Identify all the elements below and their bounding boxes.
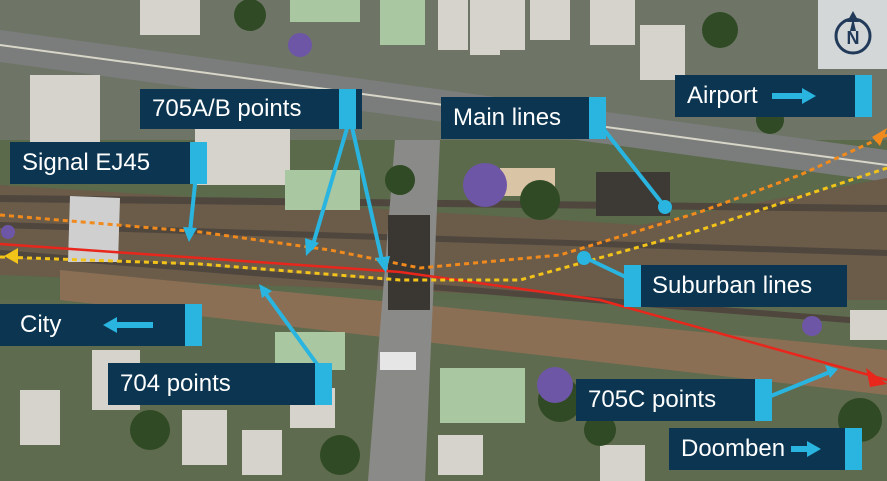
pointer-704-points: [261, 288, 324, 373]
pointer-705c-points: [764, 370, 832, 400]
compass: N: [818, 0, 887, 69]
label-doomben-text: Doomben: [681, 435, 786, 462]
main-line-arrowhead: [872, 128, 887, 146]
pointer-705ab-right: [348, 116, 385, 267]
label-doomben-accent: [845, 428, 862, 470]
label-airport: Airport: [675, 75, 872, 117]
label-704-points-accent: [315, 363, 332, 405]
north-arrow-compass-icon: N: [834, 10, 871, 54]
label-doomben: Doomben: [669, 428, 862, 470]
doomben-right-arrow-icon: [791, 441, 822, 457]
label-signal-ej45-text: Signal EJ45: [22, 149, 151, 176]
label-main-lines-text: Main lines: [453, 104, 562, 131]
label-airport-accent: [855, 75, 872, 117]
station-platform: [68, 196, 120, 262]
label-signal-ej45: Signal EJ45: [10, 142, 207, 184]
label-main-lines-accent: [589, 97, 606, 139]
label-704-points: 704 points: [108, 363, 332, 405]
label-airport-text: Airport: [687, 82, 758, 109]
compass-letter: N: [846, 28, 859, 48]
label-705ab-points-text: 705A/B points: [152, 95, 302, 122]
label-suburban-lines-text: Suburban lines: [652, 272, 813, 299]
label-suburban-lines-accent: [624, 265, 641, 307]
city-left-arrow-icon: [103, 317, 154, 333]
suburban-line-arrowhead: [4, 248, 18, 264]
label-704-points-text: 704 points: [120, 370, 231, 397]
doomben-route-arrowhead: [866, 368, 887, 387]
label-705ab-points: 705A/B points: [140, 89, 362, 129]
label-705ab-points-accent: [339, 89, 356, 129]
label-signal-ej45-accent: [190, 142, 207, 184]
doomben-route-line: [0, 242, 887, 382]
label-705c-points: 705C points: [576, 379, 772, 421]
airport-right-arrow-icon: [771, 88, 816, 104]
label-suburban-lines: Suburban lines: [624, 265, 847, 307]
label-city-text: City: [20, 311, 62, 338]
label-city-accent: [185, 304, 202, 346]
pointer-705ab-left: [310, 116, 352, 250]
label-main-lines: Main lines: [441, 97, 606, 139]
label-705c-points-text: 705C points: [588, 386, 717, 413]
label-705c-points-accent: [755, 379, 772, 421]
label-city: City: [0, 304, 202, 346]
pointer-main-lines: [596, 120, 667, 209]
suburban-line-route: [0, 166, 887, 282]
